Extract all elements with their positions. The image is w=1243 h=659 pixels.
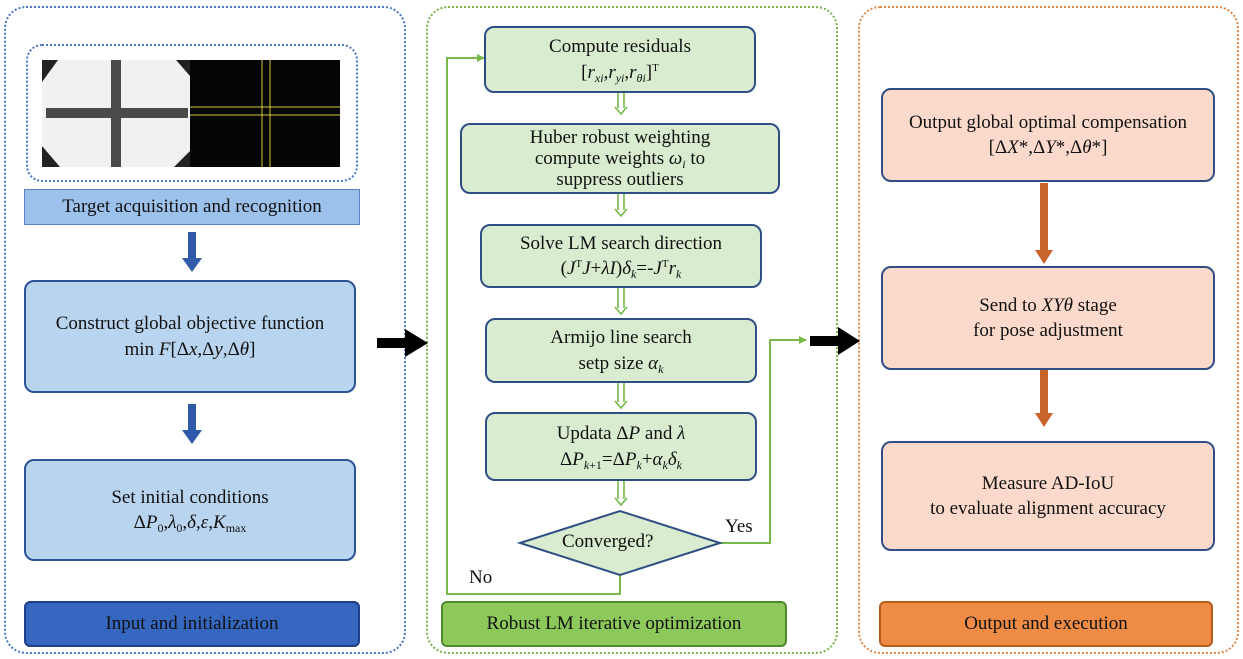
measure-subtitle: to evaluate alignment accuracy [930,498,1166,519]
residuals-formula: [rxi,ryi,rθi]T [581,61,659,85]
cross-mark-image [42,60,190,167]
output-panel [858,6,1239,654]
panel-arrow-1 [377,329,428,357]
construct-objective-box: Construct global objective function min … [24,280,356,393]
huber-line3: suppress outliers [556,169,684,191]
armijo-formula: setp size αk [578,352,664,376]
input-footer: Input and initialization [24,601,360,647]
output-footer: Output and execution [879,601,1213,647]
lm-formula: (JTJ+λI)δk=-JTrk [560,258,682,281]
stage-title: Send to XYθ stage [979,294,1117,316]
measure-box: Measure AD-IoU to evaluate alignment acc… [881,441,1215,551]
target-image-frame [26,44,358,182]
down-arrow-2 [182,404,202,444]
converged-label: Converged? [562,531,654,552]
compensation-title: Output global optimal compensation [908,111,1188,133]
compute-residuals-box: Compute residuals [rxi,ryi,rθi]T [484,26,756,93]
recognition-result-image [190,60,340,167]
send-stage-box: Send to XYθ stage for pose adjustment [881,266,1215,370]
target-images [42,60,340,167]
down-arrow-4 [1035,370,1053,427]
residuals-title: Compute residuals [549,36,691,58]
armijo-box: Armijo line search setp size αk [485,318,757,383]
converged-diamond [516,509,724,577]
construct-formula: min F[Δx,Δy,Δθ] [124,338,256,360]
measure-title: Measure AD-IoU [981,472,1115,494]
huber-weighting-box: Huber robust weighting compute weights ω… [460,123,780,194]
lm-title: Solve LM search direction [519,232,723,254]
target-acquisition-label: Target acquisition and recognition [24,189,360,225]
construct-title: Construct global objective function [55,313,325,335]
update-title: Updata ΔP and λ [556,423,686,445]
initial-formula: ΔP0,λ0,δ,ε,Kmax [133,512,247,535]
initial-title: Set initial conditions [111,486,269,508]
panel-arrow-2 [810,327,860,355]
down-arrow-3 [1035,183,1053,264]
no-label: No [469,567,493,588]
stage-subtitle: for pose adjustment [973,320,1123,341]
compensation-formula: [ΔX*,ΔY*,Δθ*] [988,137,1108,158]
huber-line2: compute weights ωi to [534,147,706,171]
down-arrow-1 [182,232,202,272]
lm-direction-box: Solve LM search direction (JTJ+λI)δk=-JT… [480,224,762,288]
optimization-panel [426,6,838,654]
update-formula: ΔPk+1=ΔPk+αkδk [559,448,682,472]
initial-conditions-box: Set initial conditions ΔP0,λ0,δ,ε,Kmax [24,459,356,561]
update-box: Updata ΔP and λ ΔPk+1=ΔPk+αkδk [485,412,757,481]
huber-title: Huber robust weighting [529,126,711,148]
optimization-footer: Robust LM iterative optimization [441,601,787,647]
output-compensation-box: Output global optimal compensation [ΔX*,… [881,88,1215,182]
yes-label: Yes [725,516,753,537]
armijo-title: Armijo line search [550,327,692,349]
